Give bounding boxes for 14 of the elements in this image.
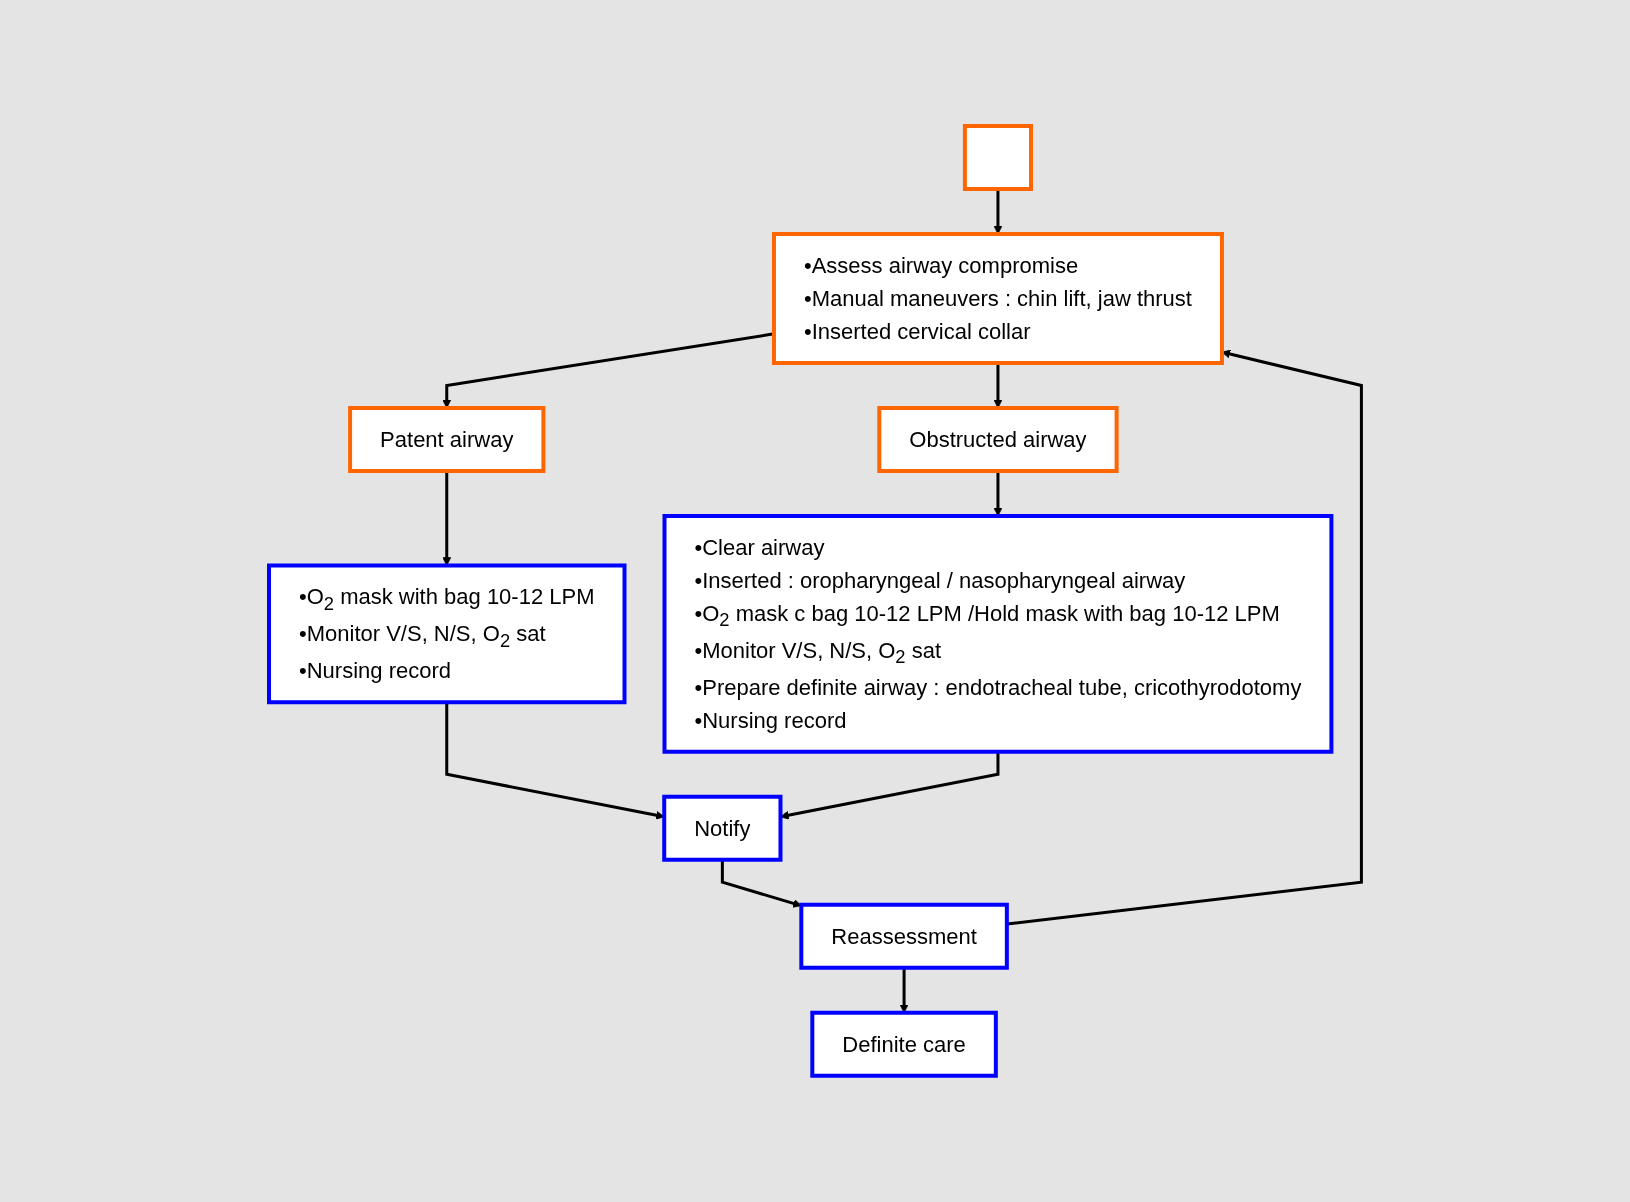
arrow bbox=[993, 189, 1003, 235]
node-box: •Clear airway •Inserted : oropharyngeal / nasopharyngeal airway •O$_{2}$ mask c bag 10-12 LPM /Hold mask with bag 10-12 LPM •Monitor V/S, N/S, O$_{2}$ sat •Prepare definite airway : endotracheal tube, cricothyrodotomy •Nursing record bbox=[662, 514, 1334, 754]
node-box: Obstructed airway bbox=[877, 406, 1119, 474]
node-box: Notify bbox=[662, 794, 783, 862]
node-box: Patent airway bbox=[347, 406, 546, 474]
node-box bbox=[962, 124, 1033, 192]
arrow bbox=[993, 471, 1003, 517]
node-box: •O$_{2}$ mask with bag 10-12 LPM •Monitor V/S, N/S, O$_{2}$ sat •Nursing record bbox=[266, 563, 627, 705]
arrow bbox=[993, 363, 1003, 409]
node-box: •Assess airway compromise •Manual maneuvers : chin lift, jaw thrust •Inserted cervical collar bbox=[771, 232, 1224, 366]
node-box: Definite care bbox=[810, 1010, 998, 1078]
arrow bbox=[720, 859, 802, 908]
node-box: Reassessment bbox=[799, 902, 1009, 970]
arrow bbox=[442, 471, 451, 566]
